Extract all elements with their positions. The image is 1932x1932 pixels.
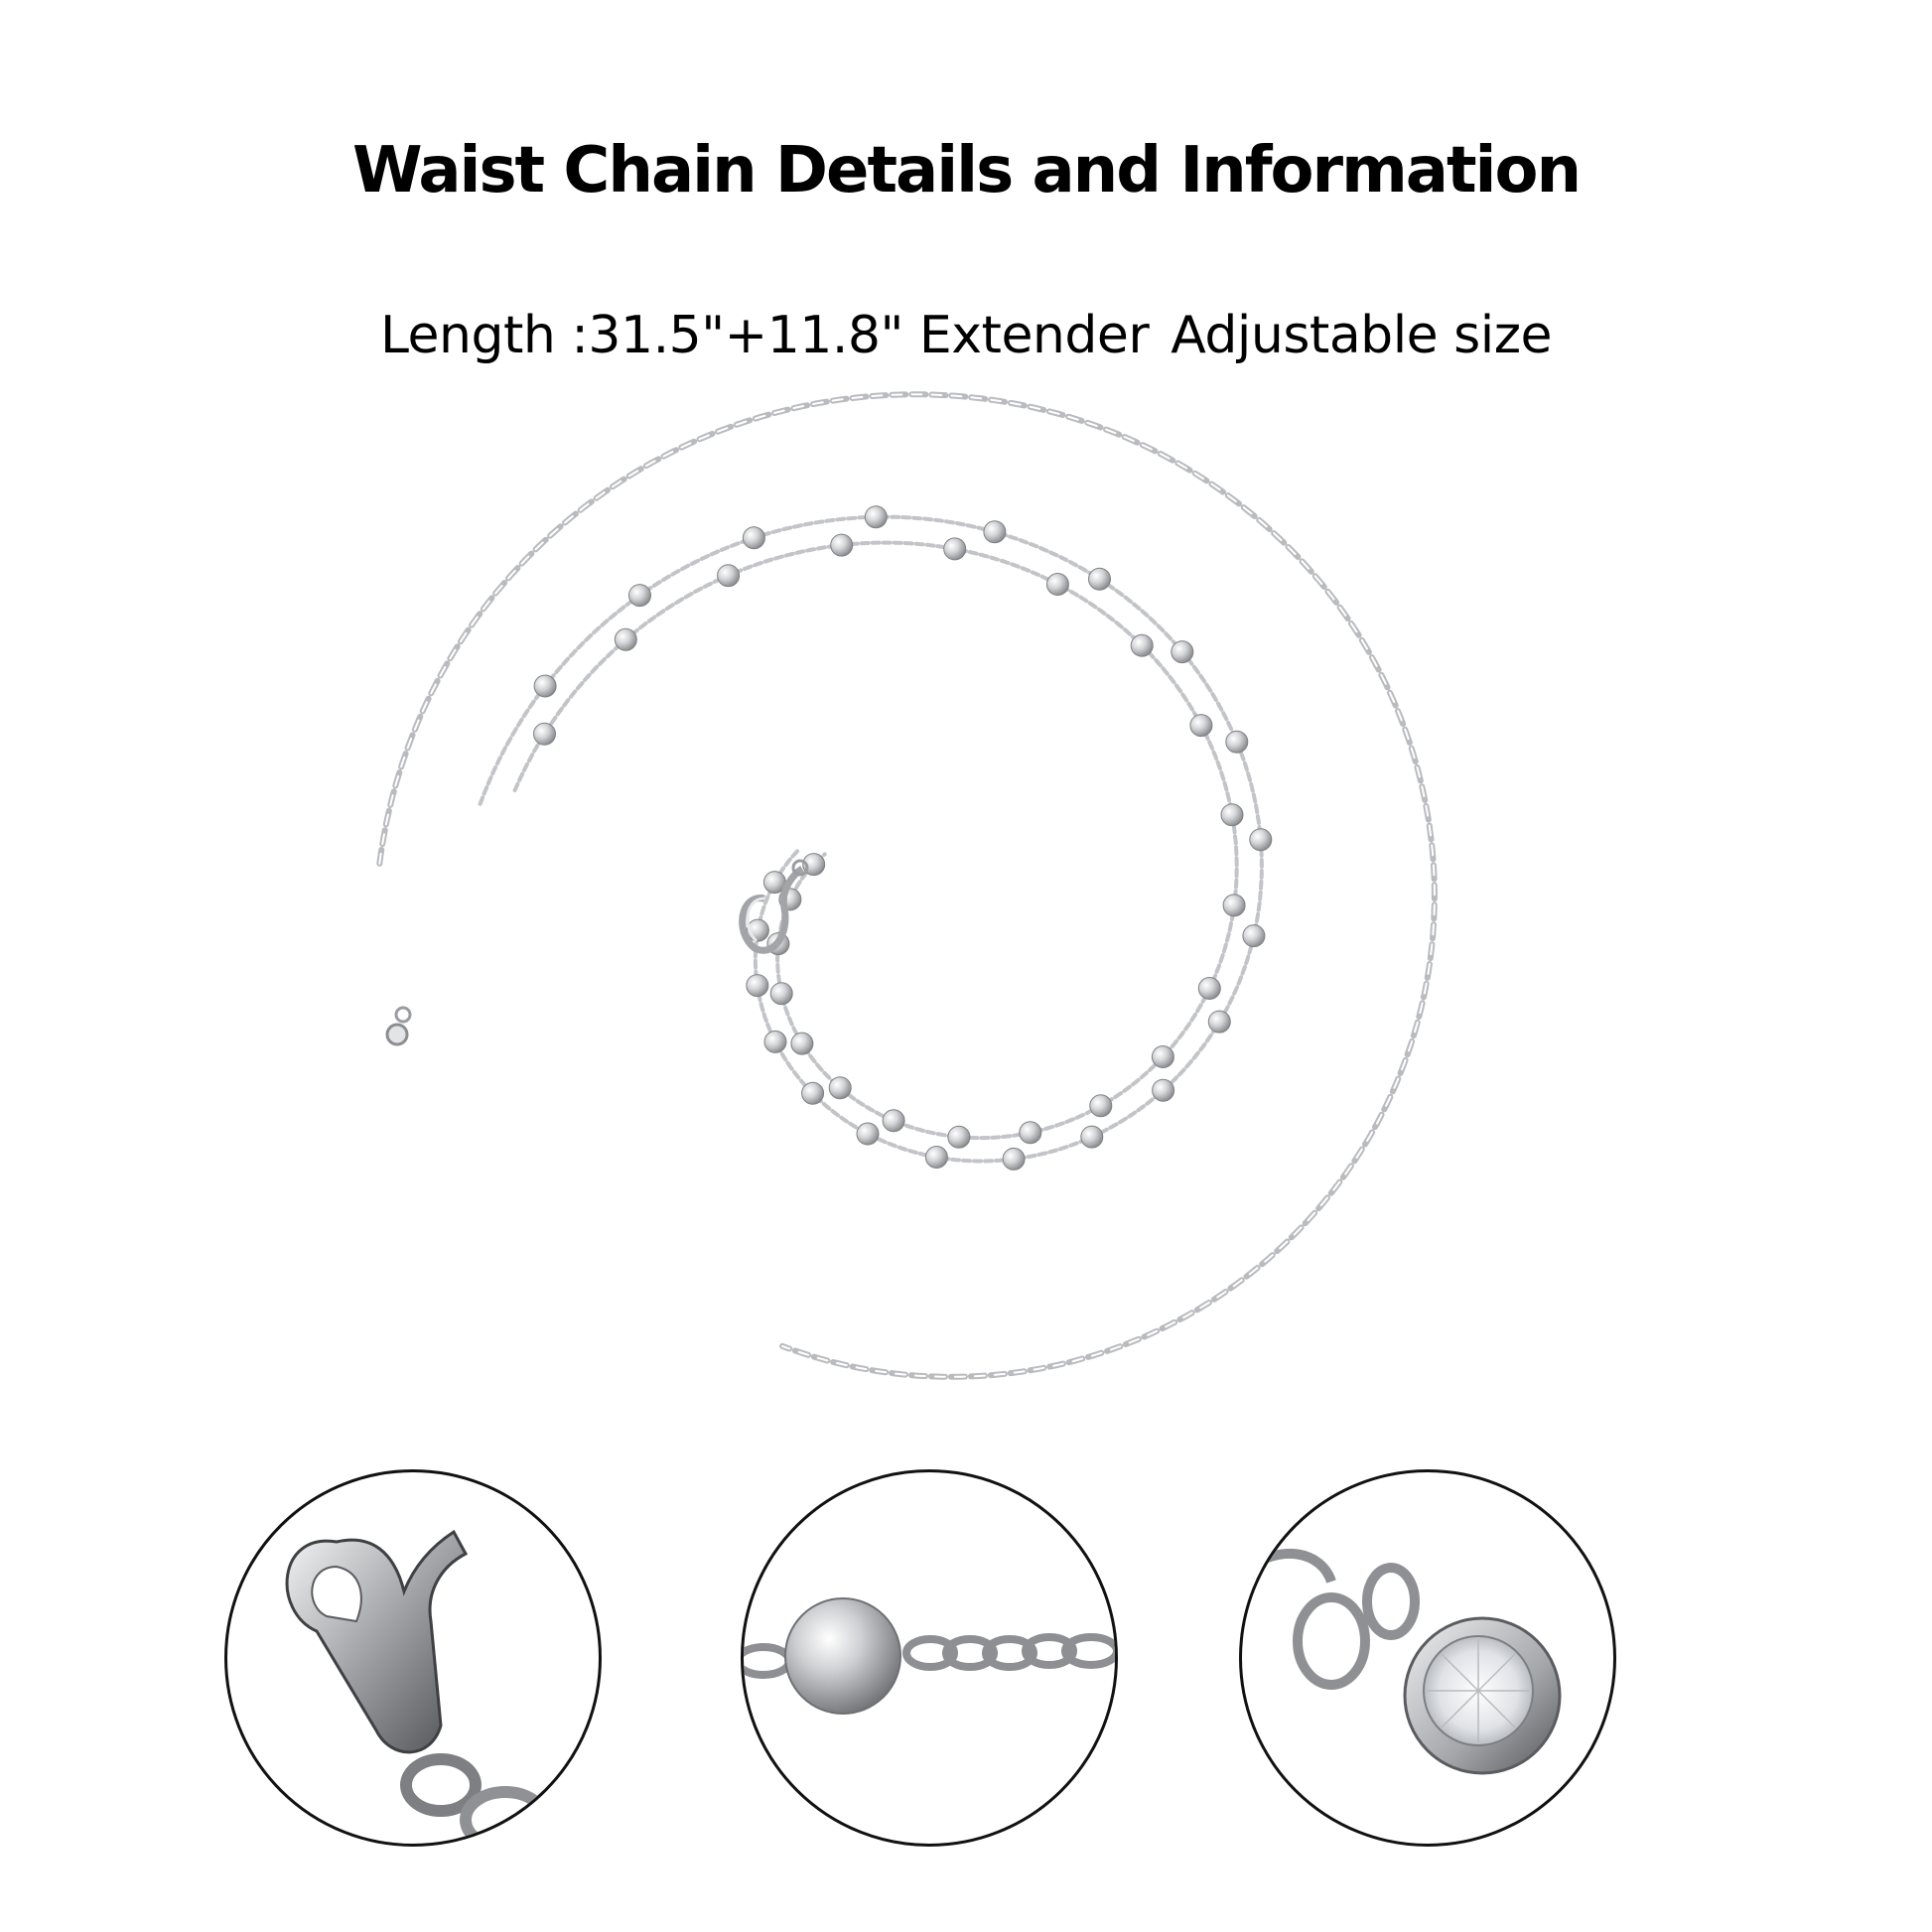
chain-bead [1019, 1121, 1042, 1145]
chain-bead [1089, 1094, 1113, 1118]
chain-bead [614, 627, 637, 651]
chain-bead [864, 505, 888, 529]
bead-chain-strand-1 [478, 514, 1264, 1164]
chain-bead [1045, 573, 1069, 596]
chain-bead [1242, 924, 1266, 948]
charm-detail-circle [1239, 1469, 1616, 1847]
chain-bead [924, 1146, 948, 1169]
small-clasp-icon [739, 859, 809, 954]
length-value: 31.5"+11.8" Extender [588, 306, 1150, 365]
chain-bead [1189, 714, 1213, 738]
chain-bead [790, 1032, 814, 1055]
chain-bead [1207, 1010, 1231, 1034]
lobster-clasp-icon [285, 1529, 551, 1844]
chain-bead [1080, 1125, 1104, 1149]
chain-bead [742, 526, 765, 550]
extender-chain-highlight [378, 393, 1436, 1378]
clasp-detail-circle [224, 1469, 602, 1847]
chain-bead [1225, 730, 1249, 754]
chain-bead [1088, 567, 1111, 591]
adjustable-note: Adjustable size [1171, 306, 1552, 365]
small-charm-icon [385, 1006, 412, 1046]
chain-bead [828, 1076, 852, 1100]
chain-bead [1197, 977, 1221, 1000]
chain-bead [830, 533, 854, 557]
chain-bead [1151, 1045, 1174, 1068]
chain-bead [746, 974, 769, 998]
chain-bead [1249, 828, 1273, 852]
chain-bead [943, 537, 967, 561]
chain-bead [882, 1109, 905, 1133]
chain-bead [533, 674, 557, 698]
chain-bead [1222, 894, 1246, 917]
chain-bead [947, 1125, 971, 1149]
bead-chain-icon [744, 1597, 1115, 1715]
chain-bead [1171, 640, 1194, 664]
chain-bead [1002, 1147, 1026, 1171]
page-title: Waist Chain Details and Information [352, 134, 1582, 207]
bead-chain-strand-2 [512, 540, 1239, 1141]
chain-bead [801, 1081, 825, 1105]
chain-bead [717, 564, 741, 588]
length-label: Length : [380, 306, 589, 365]
chain-bead [763, 1030, 787, 1053]
chain-bead [1130, 633, 1154, 657]
chain-bead [533, 722, 556, 746]
chain-bead [1220, 803, 1244, 827]
crystal-charm-icon [1242, 1548, 1562, 1775]
chain-bead [983, 520, 1007, 544]
chain-bead [1152, 1078, 1175, 1102]
chain-bead [628, 584, 651, 608]
bead-detail-circle [741, 1469, 1118, 1847]
chain-bead [856, 1122, 880, 1146]
chain-bead [769, 982, 793, 1006]
